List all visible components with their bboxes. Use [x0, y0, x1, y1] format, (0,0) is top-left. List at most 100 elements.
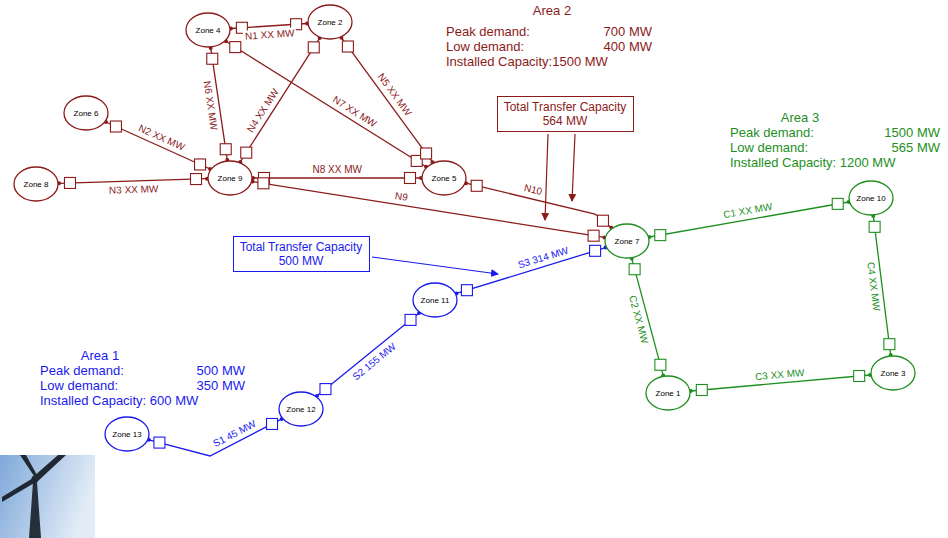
zone-name: Zone 7 [615, 237, 640, 246]
circuit-breaker [590, 245, 601, 256]
line-flow-label: S1 45 MW [209, 417, 259, 450]
area-note: Peak demand: [446, 24, 530, 39]
circuit-breaker [195, 159, 206, 170]
circuit-breaker [461, 285, 472, 296]
transmission-line [317, 313, 419, 396]
line-flow-label: N10 [521, 182, 545, 198]
capacity-text: 564 MW [504, 114, 627, 128]
capacity-text: 500 MW [240, 254, 363, 268]
line-flow-label: N2 XX MW [135, 121, 188, 153]
circuit-breaker [471, 180, 482, 191]
circuit-breaker [241, 147, 252, 158]
capacity-box: Total Transfer Capacity564 MW [497, 96, 634, 132]
area-note: 565 MW [892, 140, 940, 155]
area-note: Area 1 [81, 348, 119, 363]
zone-circle: Zone 12 [278, 391, 324, 427]
zone-ellipse [14, 167, 58, 201]
area-note: 400 MW [604, 39, 652, 54]
zone-ellipse [105, 417, 149, 451]
circuit-breaker [258, 178, 269, 189]
leader-arrow [372, 257, 498, 274]
zone-name: Zone 2 [318, 18, 343, 27]
zone-name: Zone 3 [881, 369, 906, 378]
circuit-breaker [154, 437, 165, 448]
zone-circle: Zone 2 [307, 4, 353, 40]
zone-ellipse [308, 5, 352, 39]
zone-ellipse [186, 13, 230, 47]
zone-name: Zone 4 [196, 26, 221, 35]
leader-arrow [545, 134, 548, 220]
circuit-breaker [588, 230, 599, 241]
zone-circle: Zone 8 [13, 166, 59, 202]
zone-name: Zone 13 [112, 430, 141, 439]
zone-name: Zone 11 [421, 296, 450, 305]
circuit-breaker [597, 215, 608, 226]
sky-panel [0, 455, 95, 538]
line-flow-label: C3 XX MW [753, 366, 807, 382]
circuit-breaker [230, 42, 241, 53]
zone-circle: Zone 10 [848, 180, 894, 216]
transmission-line [253, 177, 421, 178]
circuit-breaker [308, 42, 319, 53]
zone-circle: Zone 13 [104, 416, 150, 452]
line-flow-label: N8 XX MW [311, 164, 364, 175]
leader-arrow [572, 134, 575, 201]
capacity-text: Total Transfer Capacity [504, 100, 627, 114]
transmission-line [226, 41, 426, 166]
line-flow-label: N9 [392, 189, 410, 202]
zone-name: Zone 10 [856, 194, 885, 203]
circuit-breaker [267, 418, 278, 429]
turbine-blade [20, 455, 38, 477]
zone-ellipse [605, 224, 649, 258]
area-note: Peak demand: [730, 125, 814, 140]
zone-ellipse [422, 161, 466, 195]
circuit-breaker [405, 314, 416, 325]
turbine-tower [29, 482, 41, 538]
zone-name: Zone 8 [24, 180, 49, 189]
zone-circle: Zone 5 [421, 160, 467, 196]
circuit-breaker [832, 198, 843, 209]
transmission-line [59, 179, 207, 184]
circuit-breaker [629, 264, 640, 275]
zone-ellipse [413, 283, 457, 317]
zone-ellipse [208, 161, 252, 195]
circuit-breaker [110, 121, 121, 132]
zone-circle: Zone 1 [645, 375, 691, 411]
circuit-breaker [320, 384, 331, 395]
zone-name: Zone 9 [218, 174, 243, 183]
area-note: Area 3 [781, 110, 819, 125]
circuit-breaker [869, 221, 880, 232]
zone-name: Zone 12 [286, 405, 315, 414]
zone-circle: Zone 6 [63, 95, 109, 131]
wind-turbine-picture [0, 455, 95, 538]
area-note: Installed Capacity: 600 MW [40, 393, 198, 408]
circuit-breaker [655, 359, 666, 370]
area-note: Low demand: [40, 378, 118, 393]
area-note: Area 2 [533, 3, 571, 18]
zone-ellipse [849, 181, 893, 215]
zone-circle: Zone 11 [412, 282, 458, 318]
area-note: Low demand: [446, 39, 524, 54]
area-note: 350 MW [197, 378, 245, 393]
circuit-breaker [64, 177, 75, 188]
circuit-breaker [342, 41, 353, 52]
circuit-breaker [191, 174, 202, 185]
area-note: Installed Capacity: 1200 MW [730, 155, 895, 170]
transmission-line [240, 38, 319, 162]
capacity-text: Total Transfer Capacity [240, 240, 363, 254]
line-flow-label: N5 XX MW [374, 70, 414, 120]
line-flow-label: C1 XX MW [720, 201, 775, 221]
circuit-breaker [405, 173, 416, 184]
zone-ellipse [279, 392, 323, 426]
line-flow-label: N3 XX MW [107, 184, 161, 197]
area-note: 700 MW [604, 24, 652, 39]
line-flow-label: N1 XX MW [243, 28, 297, 43]
zone-circle: Zone 4 [185, 12, 231, 48]
turbine-blade [33, 455, 66, 481]
circuit-breaker [207, 53, 218, 64]
zone-circle: Zone 3 [870, 355, 916, 391]
circuit-breaker [884, 339, 895, 350]
zone-name: Zone 1 [656, 389, 681, 398]
